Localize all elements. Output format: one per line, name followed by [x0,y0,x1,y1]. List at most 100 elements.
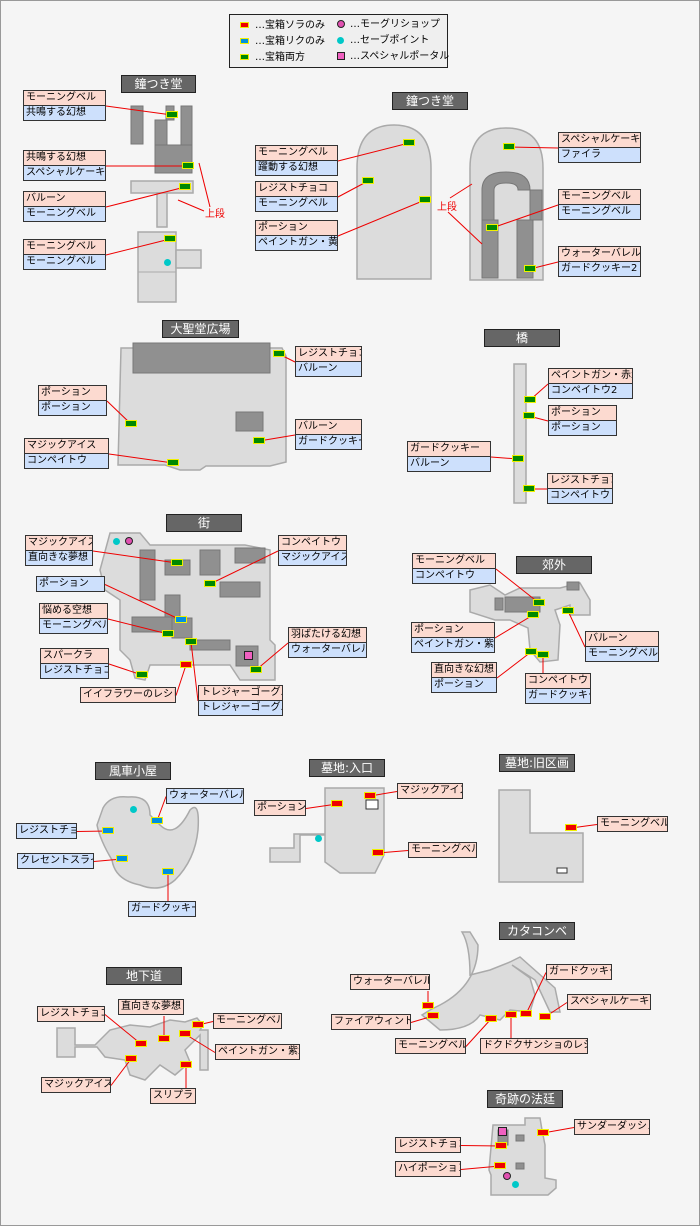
treasure-chest-marker[interactable] [125,1055,137,1062]
treasure-chest-marker[interactable] [253,437,265,444]
treasure-chest-marker[interactable] [180,1061,192,1068]
treasure-chest-marker[interactable] [151,817,163,824]
legend-item: …宝箱ソラのみ [240,19,325,33]
treasure-chest-marker[interactable] [520,1010,532,1017]
leader-line [105,186,186,208]
map-title: カタコンベ [499,922,575,940]
riku-item: モーニングベル [586,646,658,661]
leader-line [525,972,547,1015]
treasure-chest-marker[interactable] [523,485,535,492]
map-title: 風車小屋 [95,762,171,780]
sora-item: 共鳴する幻想 [24,151,105,165]
sora-item: ポーション [255,801,305,815]
leader-line [465,1018,492,1047]
riku-item: ガードクッキー2 [559,261,640,276]
treasure-chest-marker[interactable] [162,868,174,875]
leader-line [110,1058,132,1086]
treasure-chest-marker[interactable] [136,671,148,678]
sora-item: サンダーダッシュ [575,1120,649,1134]
legend-item: …モーグリショップ [337,18,440,32]
treasure-chest-marker[interactable] [505,1011,517,1018]
leader-line [104,1014,142,1045]
treasure-chest-marker[interactable] [102,827,114,834]
treasure-chest-marker[interactable] [427,1012,439,1019]
riku-item: トレジャーゴーグル [199,700,282,715]
riku-item: 躍動する幻想 [256,160,337,175]
upper-level-label: 上段 [437,202,457,213]
treasure-chest-marker[interactable] [162,630,174,637]
treasure-chest-marker[interactable] [171,559,183,566]
treasure-chest-marker[interactable] [135,1040,147,1047]
treasure-chest-marker[interactable] [204,580,216,587]
treasure-chest-marker[interactable] [485,1015,497,1022]
treasure-chest-marker[interactable] [512,455,524,462]
map-title: 郊外 [516,556,592,574]
treasure-chest-marker[interactable] [403,139,415,146]
treasure-chest-marker[interactable] [179,1030,191,1037]
sora-item: 悩める空想 [40,604,107,618]
treasure-chest-marker[interactable] [250,666,262,673]
treasure-chest-marker[interactable] [116,855,128,862]
treasure-chest-marker[interactable] [562,607,574,614]
map-title: 奇跡の法廷 [487,1090,563,1108]
treasure-chest-marker[interactable] [537,651,549,658]
sora-item: モーニングベル [214,1014,281,1028]
treasure-chest-marker[interactable] [525,648,537,655]
map-title: 橋 [484,329,560,347]
treasure-chest-marker[interactable] [527,611,539,618]
treasure-chest-marker[interactable] [179,183,191,190]
treasure-chest-marker[interactable] [537,1129,549,1136]
treasure-chest-marker[interactable] [494,1162,506,1169]
treasure-chest-marker[interactable] [539,1013,551,1020]
treasure-chest-marker[interactable] [182,162,194,169]
treasure-chest-marker[interactable] [364,792,376,799]
treasure-chest-marker[interactable] [486,224,498,231]
treasure-chest-marker[interactable] [362,177,374,184]
sora-item: ペイントガン・紫x10 [216,1045,299,1059]
map-area [56,1017,209,1081]
map-title: 鐘つき堂 [121,75,196,93]
save-point-icon [315,835,322,842]
treasure-chest-marker[interactable] [533,599,545,606]
treasure-chest-marker[interactable] [524,396,536,403]
item-label: モーニングベル [408,842,477,858]
map-wall [481,171,543,221]
treasure-chest-marker[interactable] [524,265,536,272]
legend-label: …スペシャルポータル [350,51,450,62]
white-box [365,799,379,810]
treasure-chest-marker[interactable] [419,196,431,203]
sora-item: ウォーターバレル [351,975,429,989]
treasure-chest-marker[interactable] [495,1142,507,1149]
riku-item: ポーション [549,420,616,435]
item-label: スパークラレジストチョコ [40,648,109,679]
sora-item: モーニングベル [24,240,105,254]
riku-item: レジストチョコ [41,663,108,678]
treasure-chest-marker[interactable] [565,824,577,831]
leader-line [460,1145,502,1147]
treasure-chest-marker[interactable] [372,849,384,856]
treasure-chest-marker[interactable] [331,800,343,807]
treasure-chest-marker[interactable] [422,1002,434,1009]
treasure-chest-marker[interactable] [167,459,179,466]
treasure-chest-marker[interactable] [192,1021,204,1028]
treasure-chest-marker[interactable] [185,638,197,645]
leader-line [156,796,167,822]
treasure-chest-marker[interactable] [180,661,192,668]
treasure-chest-marker[interactable] [166,111,178,118]
riku-item: スペシャルケーキ [24,165,105,180]
treasure-chest-marker[interactable] [523,412,535,419]
treasure-chest-marker[interactable] [158,1035,170,1042]
treasure-chest-marker[interactable] [164,235,176,242]
map-wall [494,597,504,611]
legend-label: …宝箱ソラのみ [255,20,325,31]
legend-label: …宝箱リクのみ [255,36,325,47]
treasure-chest-marker[interactable] [175,616,187,623]
sora-item: レジストチョコ [256,182,337,196]
treasure-chest-marker[interactable] [273,350,285,357]
moogle-shop-icon [503,1172,511,1180]
sora-item: スリプラ [151,1089,195,1103]
treasure-chest-marker[interactable] [503,143,515,150]
treasure-chest-marker[interactable] [125,420,137,427]
item-label: ペイントガン・赤x10コンペイトウ2 [548,368,633,399]
